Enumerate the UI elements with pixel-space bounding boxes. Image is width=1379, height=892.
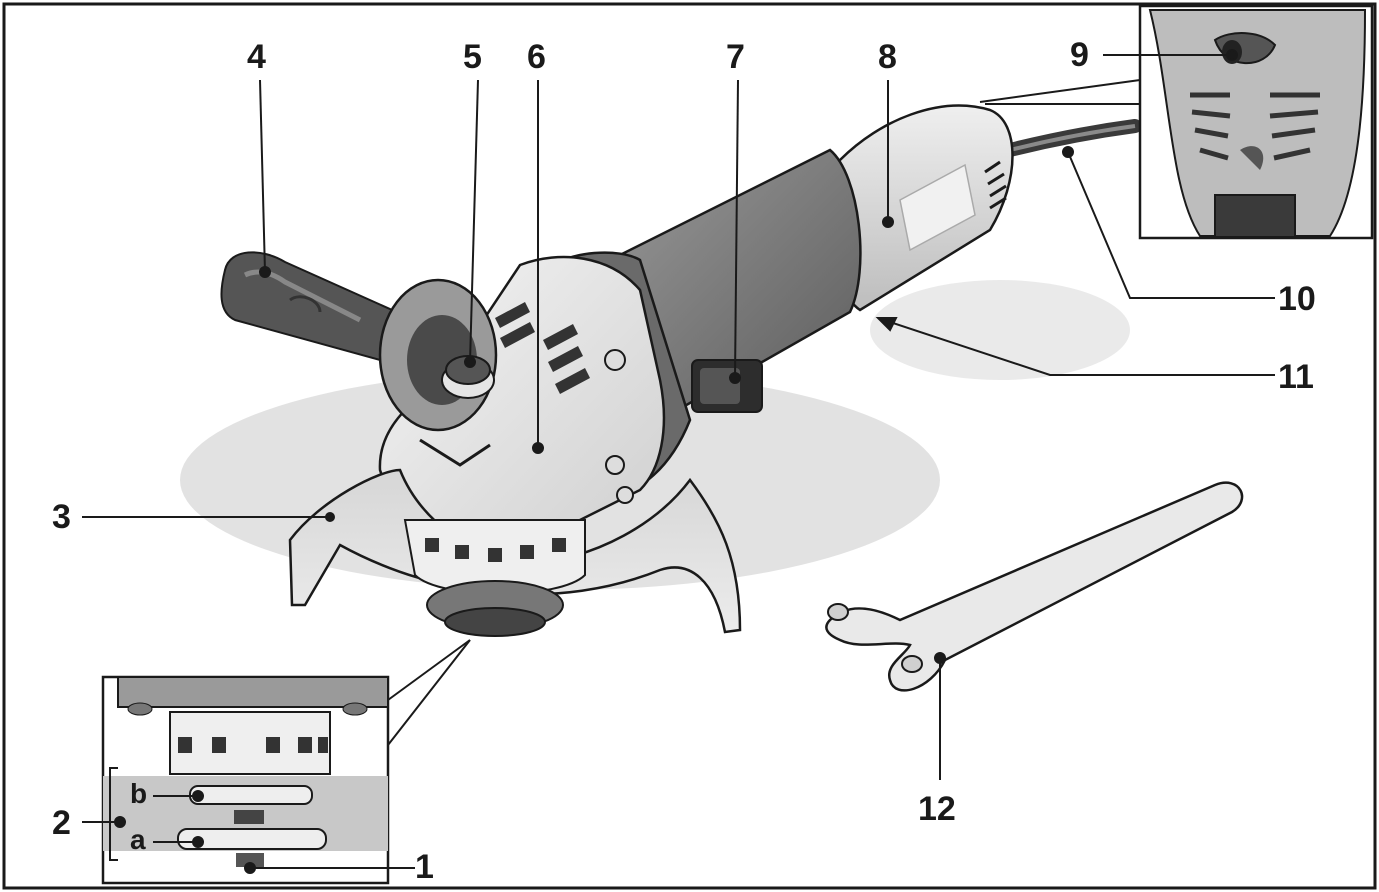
leader-5 bbox=[469, 79, 479, 363]
callout-6: 6 bbox=[527, 38, 546, 76]
inset-speed-preselection bbox=[1138, 4, 1374, 240]
inset-flange-detail bbox=[101, 675, 390, 885]
callout-4: 4 bbox=[247, 38, 266, 76]
inset-connector-bottom bbox=[387, 639, 471, 701]
callout-a: a bbox=[130, 824, 146, 855]
flange-assembly bbox=[403, 519, 586, 637]
callout-12: 12 bbox=[918, 790, 956, 828]
callout-11: 11 bbox=[1278, 358, 1314, 396]
gear-head bbox=[378, 255, 666, 562]
callout-9: 9 bbox=[1070, 36, 1089, 74]
callout-7: 7 bbox=[726, 38, 745, 76]
inset-connector bbox=[979, 79, 1141, 103]
leader-lines bbox=[82, 49, 1275, 874]
callout-5: 5 bbox=[463, 38, 482, 76]
callout-b: b bbox=[130, 778, 148, 809]
on-off-switch bbox=[691, 359, 763, 413]
leader-11 bbox=[877, 317, 1275, 376]
leader-4 bbox=[259, 79, 266, 273]
two-pin-spanner bbox=[825, 481, 1244, 692]
callout-8: 8 bbox=[878, 38, 897, 76]
callout-3: 3 bbox=[52, 498, 71, 536]
callout-1: 1 bbox=[415, 848, 434, 886]
leader-7 bbox=[734, 79, 739, 379]
spindle-lock-button bbox=[378, 278, 498, 432]
power-cord bbox=[1003, 119, 1142, 157]
callout-10: 10 bbox=[1278, 280, 1316, 318]
callout-2: 2 bbox=[52, 804, 71, 842]
leader-10 bbox=[1067, 151, 1275, 299]
